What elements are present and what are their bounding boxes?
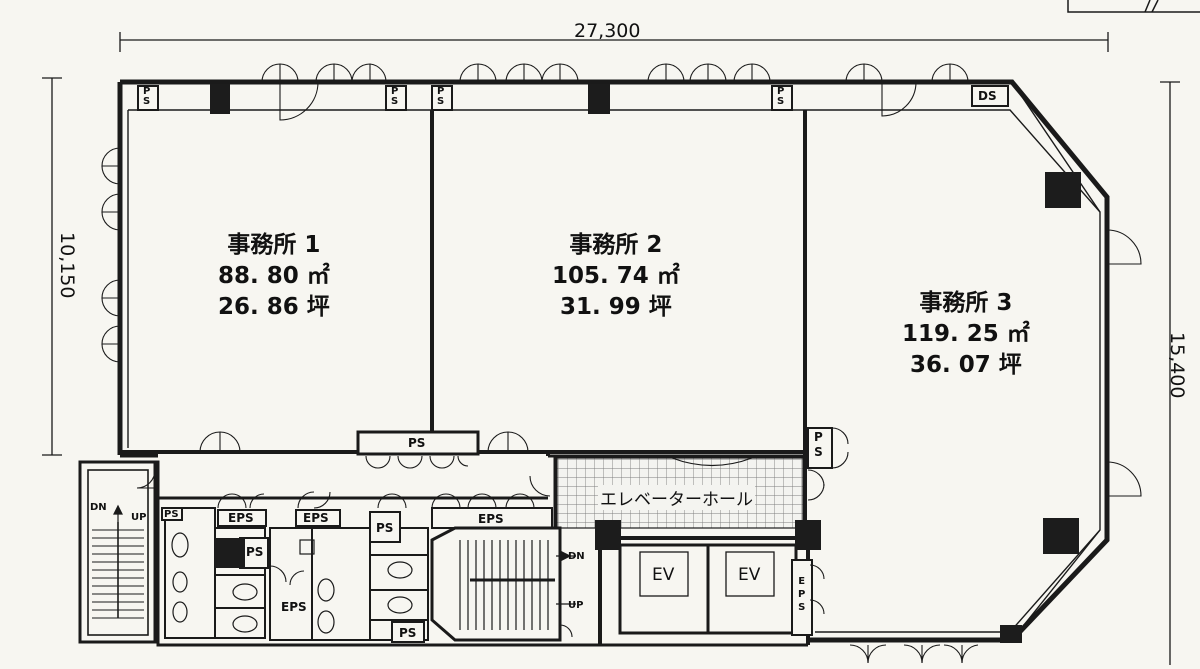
shaft-boxes — [137, 85, 1009, 643]
ps-label-top-3: P S — [437, 86, 445, 107]
office-3-area-m2: 119. 25 ㎡ — [902, 321, 1030, 347]
ds-label: DS — [978, 89, 997, 103]
elevator-hall-arc — [671, 457, 753, 467]
side-stair-dn-label: DN — [90, 502, 107, 513]
eps-label-4: EPS — [281, 600, 307, 614]
left-height-dimension-label: 10,150 — [56, 232, 78, 299]
ps-label-toilet-left: PS — [246, 545, 264, 559]
stair-arrows — [113, 504, 572, 561]
office-1-label: 事務所 1 88. 80 ㎡ 26. 86 坪 — [218, 230, 330, 323]
side-stair — [87, 469, 149, 636]
toilet-fixtures — [171, 532, 413, 634]
main-stair-dn-label: DN — [568, 551, 585, 562]
side-stair-up-label: UP — [131, 512, 147, 523]
elevator-hall-label: エレベーターホール — [598, 485, 755, 510]
dimension-height-right-line — [1160, 81, 1180, 665]
ps-label-top-1: P S — [143, 86, 151, 107]
dimension-width-line — [119, 32, 1109, 52]
ps-box-office-divider — [356, 430, 480, 456]
door-swings — [101, 63, 1142, 664]
eps-label-2: EPS — [303, 511, 329, 525]
eps-label-3: EPS — [478, 512, 504, 526]
main-stair-up-label: UP — [568, 600, 584, 611]
core-walls — [78, 454, 808, 647]
elevator-shafts — [598, 528, 810, 645]
ps-label-top-4: P S — [777, 86, 785, 107]
office-3-name: 事務所 3 — [919, 290, 1013, 316]
dimension-height-left-line — [42, 77, 62, 456]
ps-label-toilet-bottom: PS — [399, 626, 417, 640]
office-2-area-m2: 105. 74 ㎡ — [552, 263, 680, 289]
office-1-area-tsubo: 26. 86 坪 — [218, 294, 330, 320]
elevator-2-label: EV — [738, 565, 761, 585]
eps-label-1: EPS — [228, 511, 254, 525]
ps-label-divider: PS — [408, 436, 426, 450]
main-stair — [430, 526, 576, 642]
office-2-name: 事務所 2 — [569, 232, 663, 258]
office-1-area-m2: 88. 80 ㎡ — [218, 263, 330, 289]
office-3-area-tsubo: 36. 07 坪 — [910, 352, 1022, 378]
eps-label-vertical: E P S — [798, 576, 806, 613]
exterior-walls-inner — [127, 81, 1101, 641]
office-1-name: 事務所 1 — [227, 232, 321, 258]
office-2-label: 事務所 2 105. 74 ㎡ 31. 99 坪 — [552, 230, 680, 323]
structural-columns — [210, 84, 1081, 643]
office-3-label: 事務所 3 119. 25 ㎡ 36. 07 坪 — [902, 288, 1030, 381]
ps-label-top-2: P S — [391, 86, 399, 107]
office-2-area-tsubo: 31. 99 坪 — [560, 294, 672, 320]
width-dimension-label: 27,300 — [574, 20, 641, 42]
right-height-dimension-label: 15,400 — [1166, 332, 1188, 399]
ps-label-office-3: P S — [814, 430, 823, 459]
exterior-walls — [117, 79, 1110, 643]
ps-label-corridor-small: PS — [164, 509, 179, 520]
elevator-1-label: EV — [652, 565, 675, 585]
neighbor-plan-fragment — [1067, 0, 1200, 13]
ps-label-toilet-right: PS — [376, 521, 394, 535]
service-rooms — [164, 507, 553, 641]
